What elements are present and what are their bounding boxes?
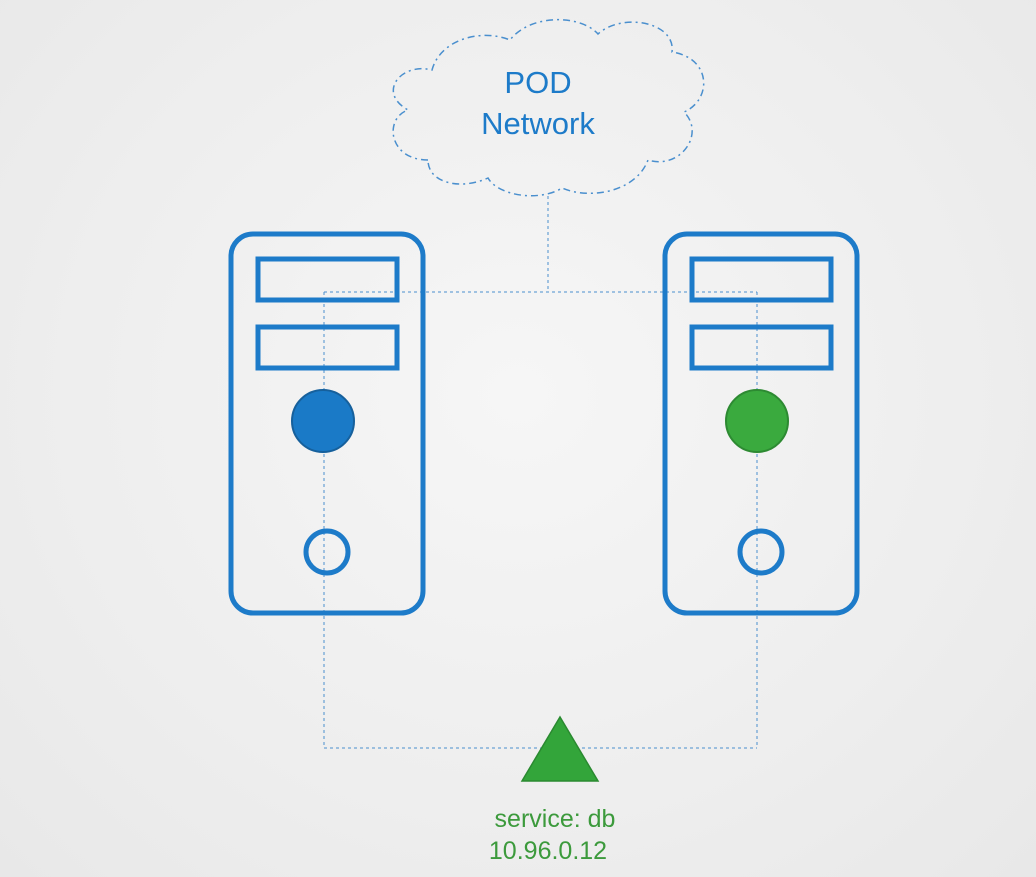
pod-network-label-line1: POD (504, 65, 572, 100)
node-1-server-case (228, 231, 426, 616)
node-1-pod (291, 389, 355, 453)
node-2-drive-bay-2 (689, 324, 834, 371)
pod-network-label: POD Network (438, 62, 638, 144)
service-label: service: db 10.96.0.12 (445, 803, 665, 867)
node-2-pod (725, 389, 789, 453)
service-ip-label: 10.96.0.12 (488, 837, 608, 865)
node-2-drive-bay-1 (689, 256, 834, 303)
node-1 (228, 231, 426, 616)
pod-network-label-line2: Network (481, 106, 595, 141)
node-2-power-button (737, 528, 785, 576)
service-name-label: service: db (494, 805, 616, 833)
node-2-server-case (662, 231, 860, 616)
node-2 (662, 231, 860, 616)
service-triangle-icon (520, 715, 600, 782)
node-1-power-button (303, 528, 351, 576)
node-1-drive-bay-2 (255, 324, 400, 371)
node-1-drive-bay-1 (255, 256, 400, 303)
pod-network-cloud (392, 18, 705, 197)
pod-network-links (323, 196, 758, 749)
